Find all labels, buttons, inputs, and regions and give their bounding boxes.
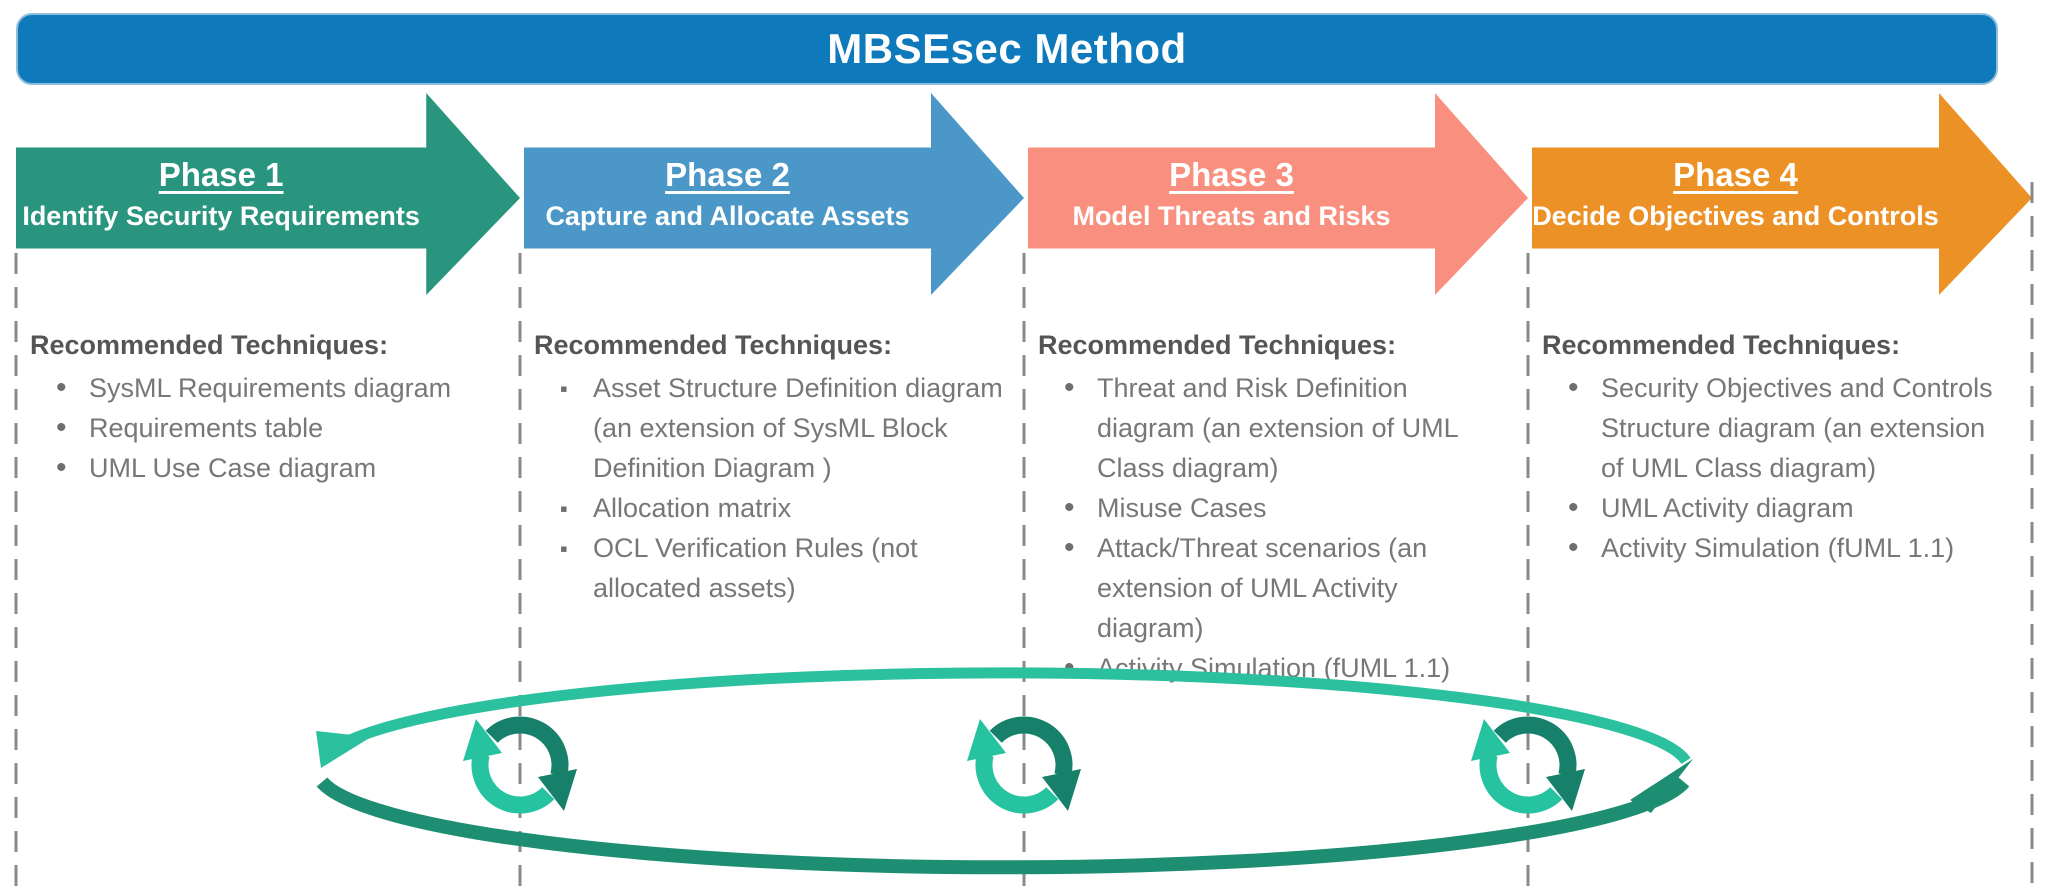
phase-1-arrow: Phase 1 Identify Security Requirements <box>16 93 520 295</box>
technique-item: Misuse Cases <box>1038 488 1510 528</box>
phase-column-3: Phase 3 Model Threats and Risks Recommen… <box>1024 0 1528 888</box>
phase-4-arrow: Phase 4 Decide Objectives and Controls <box>1532 93 2032 295</box>
technique-item: OCL Verification Rules (not allocated as… <box>534 528 1006 608</box>
title-bar: MBSEsec Method <box>16 13 1998 85</box>
techniques-list: SysML Requirements diagramRequirements t… <box>30 368 502 488</box>
technique-item: Asset Structure Definition diagram (an e… <box>534 368 1006 488</box>
techniques-block: Recommended Techniques: Security Objecti… <box>1542 324 2014 568</box>
phase-arrow-text: Phase 4 Decide Objectives and Controls <box>1532 93 1939 295</box>
technique-item: Security Objectives and Controls Structu… <box>1542 368 2014 488</box>
techniques-heading: Recommended Techniques: <box>534 330 893 360</box>
technique-item: SysML Requirements diagram <box>30 368 502 408</box>
technique-item: Allocation matrix <box>534 488 1006 529</box>
phase-column-1: Phase 1 Identify Security Requirements R… <box>16 0 520 888</box>
phase-subtitle: Capture and Allocate Assets <box>545 201 910 231</box>
technique-item: UML Use Case diagram <box>30 448 502 488</box>
phase-arrow-text: Phase 1 Identify Security Requirements <box>16 93 426 295</box>
techniques-list: Threat and Risk Definition diagram (an e… <box>1038 368 1510 688</box>
phase-2-arrow: Phase 2 Capture and Allocate Assets <box>524 93 1024 295</box>
phase-3-arrow: Phase 3 Model Threats and Risks <box>1028 93 1528 295</box>
technique-item: Requirements table <box>30 408 502 448</box>
phase-arrow-text: Phase 3 Model Threats and Risks <box>1028 93 1435 295</box>
techniques-heading: Recommended Techniques: <box>30 330 389 360</box>
techniques-list: Asset Structure Definition diagram (an e… <box>534 368 1006 608</box>
phase-label: Phase 3 <box>1169 156 1294 193</box>
phase-subtitle: Decide Objectives and Controls <box>1532 201 1939 231</box>
technique-item: Attack/Threat scenarios (an extension of… <box>1038 528 1510 648</box>
techniques-heading: Recommended Techniques: <box>1542 330 1901 360</box>
diagram-title: MBSEsec Method <box>827 25 1187 72</box>
phase-label: Phase 1 <box>158 156 284 193</box>
phase-column-2: Phase 2 Capture and Allocate Assets Reco… <box>520 0 1024 888</box>
phase-subtitle: Model Threats and Risks <box>1072 201 1391 231</box>
technique-item: Threat and Risk Definition diagram (an e… <box>1038 368 1510 488</box>
techniques-block: Recommended Techniques: Asset Structure … <box>534 324 1006 608</box>
techniques-list: Security Objectives and Controls Structu… <box>1542 368 2014 568</box>
phase-column-4: Phase 4 Decide Objectives and Controls R… <box>1528 0 2032 888</box>
phase-label: Phase 4 <box>1673 156 1798 193</box>
technique-item: Activity Simulation (fUML 1.1) <box>1542 528 2014 568</box>
technique-item: UML Activity diagram <box>1542 488 2014 528</box>
techniques-block: Recommended Techniques: Threat and Risk … <box>1038 324 1510 688</box>
techniques-heading: Recommended Techniques: <box>1038 330 1397 360</box>
techniques-block: Recommended Techniques: SysML Requiremen… <box>30 324 502 488</box>
phase-arrow-text: Phase 2 Capture and Allocate Assets <box>524 93 931 295</box>
technique-item: Activity Simulation (fUML 1.1) <box>1038 648 1510 688</box>
phase-subtitle: Identify Security Requirements <box>22 201 420 231</box>
phase-label: Phase 2 <box>665 156 790 193</box>
